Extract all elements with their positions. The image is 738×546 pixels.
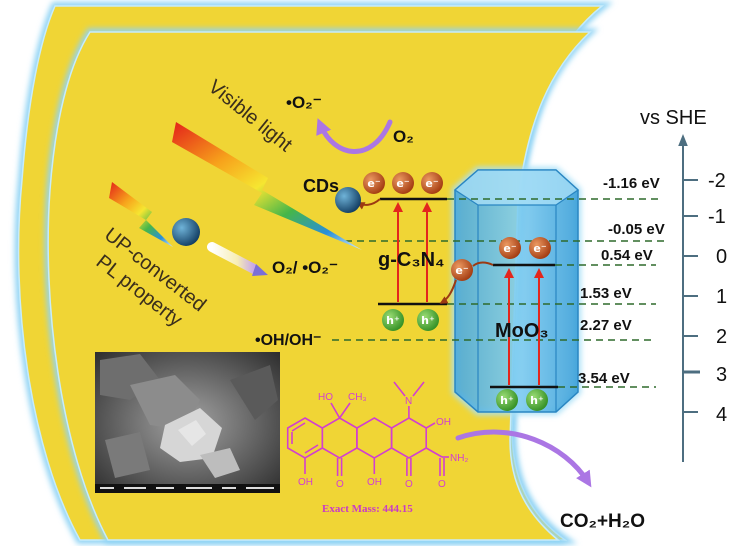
- hole-moo3-2: h⁺: [526, 389, 548, 411]
- atom-nh2: NH₂: [450, 453, 468, 464]
- potential-axis: vs SHE -2 -1 0 1 2 3 4: [640, 107, 727, 462]
- atom-o-amide: O: [438, 479, 446, 490]
- atom-oh-right: OH: [436, 417, 451, 428]
- hole-label: h⁺: [530, 394, 544, 407]
- electron-label: e⁻: [425, 177, 438, 190]
- level-label-vb-gcn: 1.53 eV: [580, 285, 632, 302]
- level-label-cb-moo3: 0.54 eV: [601, 247, 653, 264]
- electron-gcn-2: e⁻: [421, 172, 443, 194]
- electron-label: e⁻: [367, 177, 380, 190]
- tick-label: -2: [708, 170, 726, 192]
- axis-title: vs SHE: [640, 107, 707, 129]
- gcn-label: g-C₃N₄: [378, 249, 445, 271]
- oxygen-label: O₂: [393, 127, 414, 146]
- moo3-label: MoO₃: [495, 320, 549, 342]
- tick-label: 3: [716, 364, 727, 386]
- moo3-prism: [452, 167, 581, 415]
- level-label-o2: -0.05 eV: [608, 221, 665, 238]
- hole-label: h⁺: [421, 314, 435, 327]
- excitation-arrows: [393, 202, 544, 385]
- carbon-dot-top: [335, 187, 361, 213]
- electron-gcn-1: e⁻: [392, 172, 414, 194]
- electron-moo3-2: e⁻: [529, 237, 551, 259]
- tick-label: 0: [716, 246, 727, 268]
- degradation-arrow: [455, 429, 592, 488]
- electron-moo3-1: e⁻: [499, 237, 521, 259]
- hole-label: h⁺: [386, 314, 400, 327]
- superoxide-label: •O₂⁻: [286, 93, 322, 112]
- electron-label: e⁻: [396, 177, 409, 190]
- level-label-cb-gcn: -1.16 eV: [603, 175, 660, 192]
- electron-cd: e⁻: [363, 172, 385, 194]
- holes: h⁺ h⁺ h⁺ h⁺: [382, 309, 548, 411]
- carbon-dot-left: [172, 218, 200, 246]
- pl-emission-rod: [207, 242, 259, 274]
- sem-image-inset: [95, 352, 280, 493]
- atom-o-ring-a: O: [405, 479, 413, 490]
- band-edges: [378, 197, 558, 389]
- electron-label: e⁻: [455, 264, 468, 277]
- hole-gcn-1: h⁺: [382, 309, 404, 331]
- electron-to-gcn-vb-transfer: [439, 279, 457, 304]
- visible-light-bolt: [172, 122, 362, 250]
- moo3-to-electron-transfer: [472, 261, 494, 267]
- electron-transfer: e⁻: [451, 259, 473, 281]
- tick-label: -1: [708, 206, 726, 228]
- electron-label: e⁻: [503, 242, 516, 255]
- energy-level-labels: -1.16 eV -0.05 eV 0.54 eV 1.53 eV 2.27 e…: [578, 175, 665, 387]
- hole-gcn-2: h⁺: [417, 309, 439, 331]
- exact-mass-label: Exact Mass: 444.15: [322, 503, 413, 515]
- level-label-oh: 2.27 eV: [580, 317, 632, 334]
- tetracycline-molecule: [286, 381, 449, 476]
- atom-o-ketone: O: [336, 479, 344, 490]
- hole-label: h⁺: [500, 394, 514, 407]
- atom-oh-phenol: OH: [298, 477, 313, 488]
- hole-moo3-1: h⁺: [496, 389, 518, 411]
- o2-superoxide-label: O₂/ •O₂⁻: [272, 258, 338, 277]
- atom-ch3: CH₃: [348, 392, 367, 403]
- atom-n-dimethylamino: N: [405, 396, 412, 407]
- prism-body: [454, 169, 579, 413]
- cds-label: CDs: [303, 176, 339, 196]
- pl-emission-arrowhead: [252, 264, 268, 276]
- electron-label: e⁻: [533, 242, 546, 255]
- tick-label: 4: [716, 404, 727, 426]
- oxygen-reduction-arrow: [316, 118, 393, 154]
- electrons: e⁻ e⁻ e⁻ e⁻ e⁻ e⁻: [363, 172, 551, 281]
- tick-label: 1: [716, 286, 727, 308]
- atom-oh-enol: OH: [367, 477, 382, 488]
- upconversion-bolt: [109, 182, 173, 247]
- level-label-vb-moo3: 3.54 eV: [578, 370, 630, 387]
- atom-ho-top: HO: [318, 392, 333, 403]
- hydroxyl-label: •OH/OH⁻: [255, 332, 322, 349]
- tick-label: 2: [716, 326, 727, 348]
- molecule-atom-labels: HO CH₃ N OH O NH₂ OH O OH O: [298, 392, 468, 490]
- products-label: CO₂+H₂O: [560, 511, 645, 532]
